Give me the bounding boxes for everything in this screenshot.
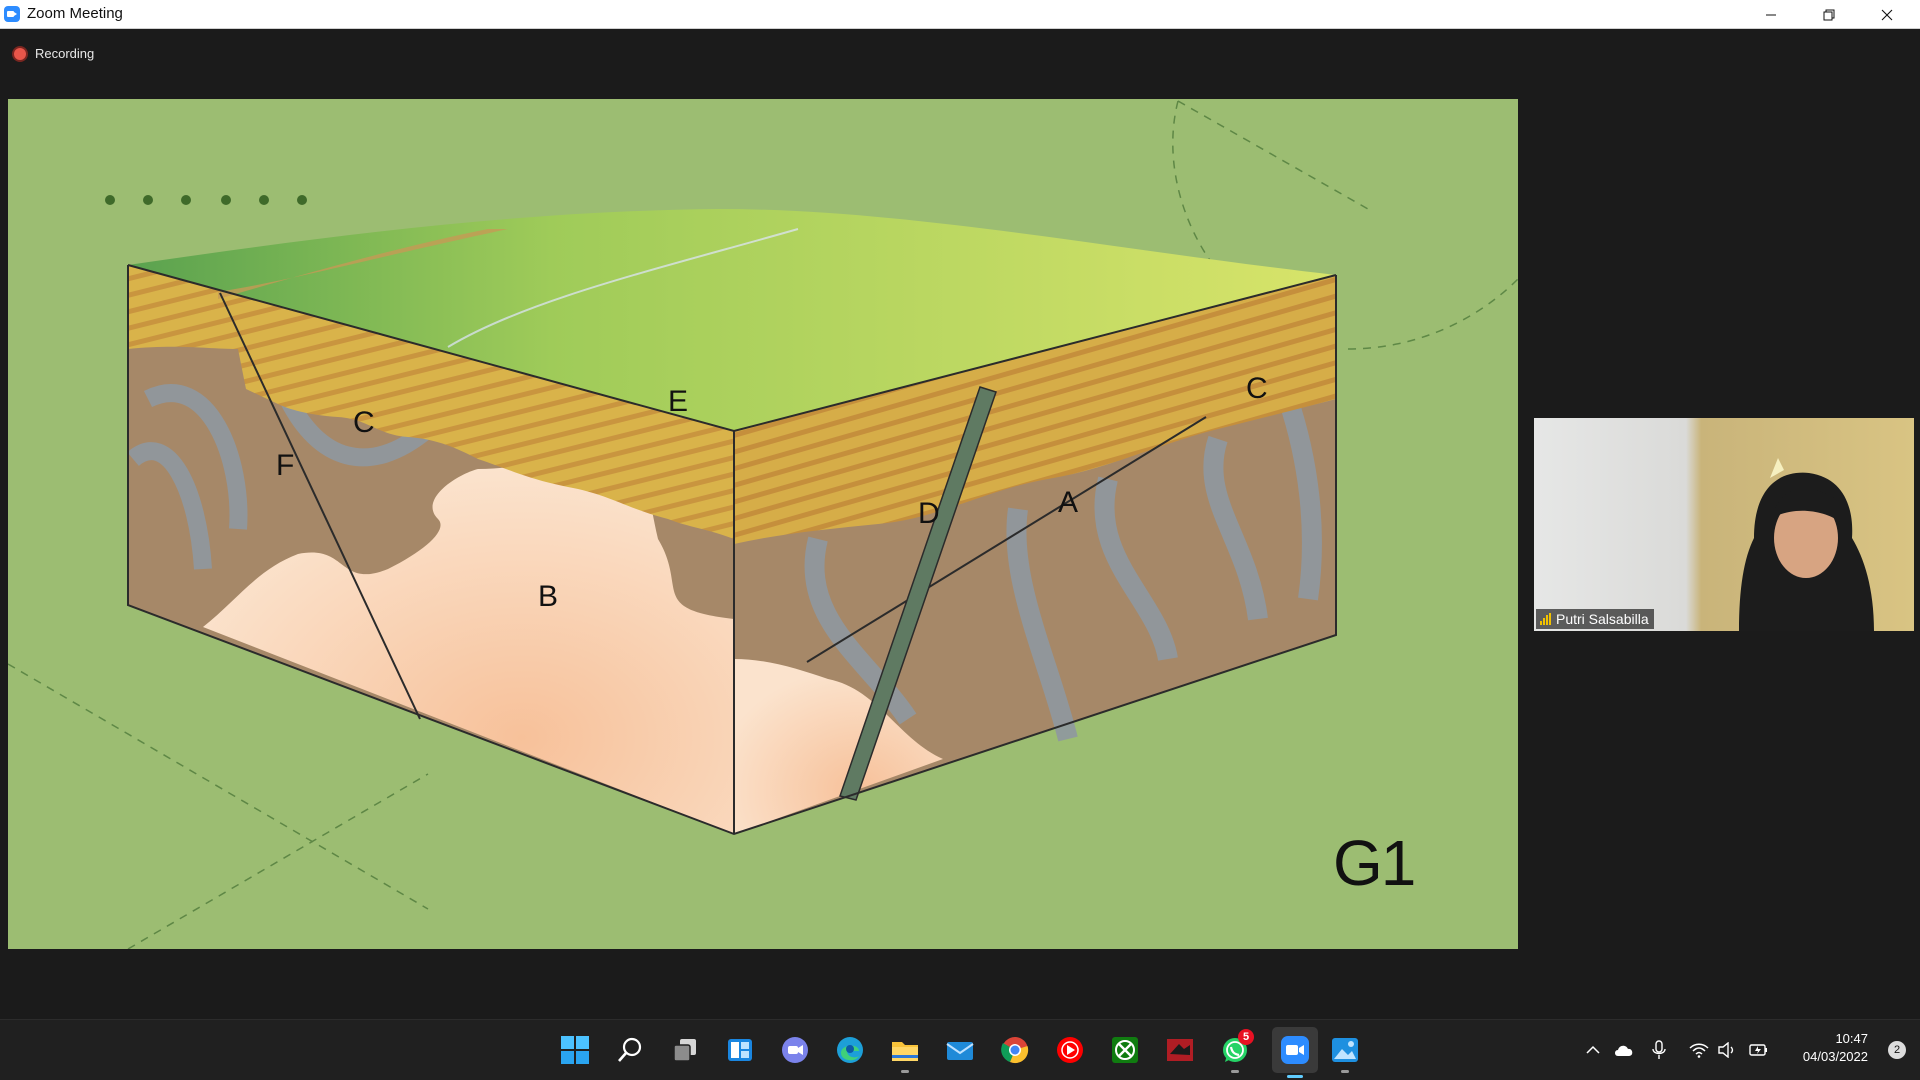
taskbar: 5 10:47 04/03/2022 2 xyxy=(0,1019,1920,1080)
battery-charging-icon xyxy=(1749,1044,1767,1056)
mail-button[interactable] xyxy=(942,1032,978,1068)
youtube-music-button[interactable] xyxy=(1052,1032,1088,1068)
intrusion-b-right xyxy=(734,659,943,834)
fault-a xyxy=(806,416,1207,663)
whatsapp-badge: 5 xyxy=(1238,1029,1254,1045)
participant-name-tag: Putri Salsabilla xyxy=(1536,609,1654,629)
participant-avatar xyxy=(1739,458,1874,631)
participant-video[interactable]: Putri Salsabilla xyxy=(1534,418,1914,631)
fault-f xyxy=(219,292,421,720)
recording-label: Recording xyxy=(35,46,95,61)
label-c-left: C xyxy=(353,406,375,439)
zoom-app-icon xyxy=(4,6,20,22)
chrome-icon xyxy=(1001,1037,1029,1064)
microphone-button[interactable] xyxy=(1648,1038,1670,1062)
connection-signal-icon xyxy=(1540,613,1551,625)
teams-chat-icon xyxy=(782,1037,808,1063)
task-view-button[interactable] xyxy=(667,1032,703,1068)
decorative-dashes xyxy=(8,100,1518,949)
restore-icon xyxy=(1823,9,1835,20)
game-app-button[interactable] xyxy=(1162,1032,1198,1068)
game-app-icon xyxy=(1167,1039,1193,1061)
geology-block-diagram xyxy=(8,100,1518,949)
task-view-icon xyxy=(673,1039,696,1062)
xbox-button[interactable] xyxy=(1107,1032,1143,1068)
label-c-right: C xyxy=(1246,372,1268,405)
meeting-stage: Recording xyxy=(0,29,1920,1019)
close-icon xyxy=(1881,9,1893,20)
xbox-icon xyxy=(1112,1037,1138,1063)
battery-button[interactable] xyxy=(1748,1038,1770,1062)
cloud-icon xyxy=(1615,1045,1633,1056)
zoom-icon xyxy=(1281,1036,1309,1064)
onedrive-button[interactable] xyxy=(1613,1038,1635,1062)
close-button[interactable] xyxy=(1858,0,1916,29)
photos-button[interactable] xyxy=(1327,1032,1363,1073)
chevron-up-icon xyxy=(1586,1045,1600,1054)
label-a: A xyxy=(1058,486,1079,519)
strata-c-left xyxy=(128,265,734,539)
label-b: B xyxy=(538,580,559,613)
dike-d xyxy=(839,386,997,801)
start-button[interactable] xyxy=(557,1032,593,1068)
whatsapp-icon xyxy=(1223,1038,1247,1062)
clock-date: 04/03/2022 xyxy=(1802,1049,1868,1064)
notification-count-badge[interactable]: 2 xyxy=(1888,1041,1906,1059)
windows-start-icon xyxy=(561,1036,589,1064)
wifi-icon xyxy=(1689,1043,1709,1058)
window-title: Zoom Meeting xyxy=(27,5,123,22)
participant-name: Putri Salsabilla xyxy=(1556,611,1649,627)
search-button[interactable] xyxy=(612,1032,648,1068)
label-d: D xyxy=(918,497,940,530)
chrome-button[interactable] xyxy=(997,1032,1033,1068)
restore-button[interactable] xyxy=(1800,0,1858,29)
search-icon xyxy=(618,1037,642,1062)
clock-time: 10:47 xyxy=(1835,1031,1868,1046)
clock[interactable]: 10:47 04/03/2022 xyxy=(1803,1030,1868,1066)
slide-corner-label: G1 xyxy=(1333,827,1416,899)
minimize-button[interactable] xyxy=(1742,0,1800,29)
volume-button[interactable] xyxy=(1716,1038,1738,1062)
widgets-button[interactable] xyxy=(722,1032,758,1068)
zoom-button[interactable] xyxy=(1272,1027,1318,1078)
strata-c-right xyxy=(734,275,1336,544)
file-explorer-button[interactable] xyxy=(887,1032,923,1073)
microphone-icon xyxy=(1652,1040,1666,1059)
title-bar: Zoom Meeting xyxy=(0,0,1920,29)
mail-icon xyxy=(946,1042,974,1060)
top-surface xyxy=(128,209,1336,431)
shared-screen: E C C F D A B G1 xyxy=(8,99,1518,949)
wifi-button[interactable] xyxy=(1688,1038,1710,1062)
label-f: F xyxy=(276,449,295,482)
youtube-music-icon xyxy=(1057,1037,1083,1063)
teams-chat-button[interactable] xyxy=(777,1032,813,1068)
folder-icon xyxy=(892,1042,918,1061)
recording-indicator[interactable]: Recording xyxy=(14,46,94,61)
edge-button[interactable] xyxy=(832,1032,868,1068)
intrusion-b xyxy=(203,448,734,834)
recording-dot-icon xyxy=(14,47,26,60)
show-hidden-icons-button[interactable] xyxy=(1582,1038,1604,1062)
speaker-icon xyxy=(1718,1042,1734,1058)
label-e: E xyxy=(668,385,689,418)
photos-icon xyxy=(1332,1038,1358,1062)
whatsapp-button[interactable]: 5 xyxy=(1217,1029,1254,1073)
edge-browser-icon xyxy=(837,1037,863,1063)
decorative-dots xyxy=(105,195,307,205)
minimize-icon xyxy=(1766,14,1776,15)
widgets-icon xyxy=(728,1039,752,1061)
